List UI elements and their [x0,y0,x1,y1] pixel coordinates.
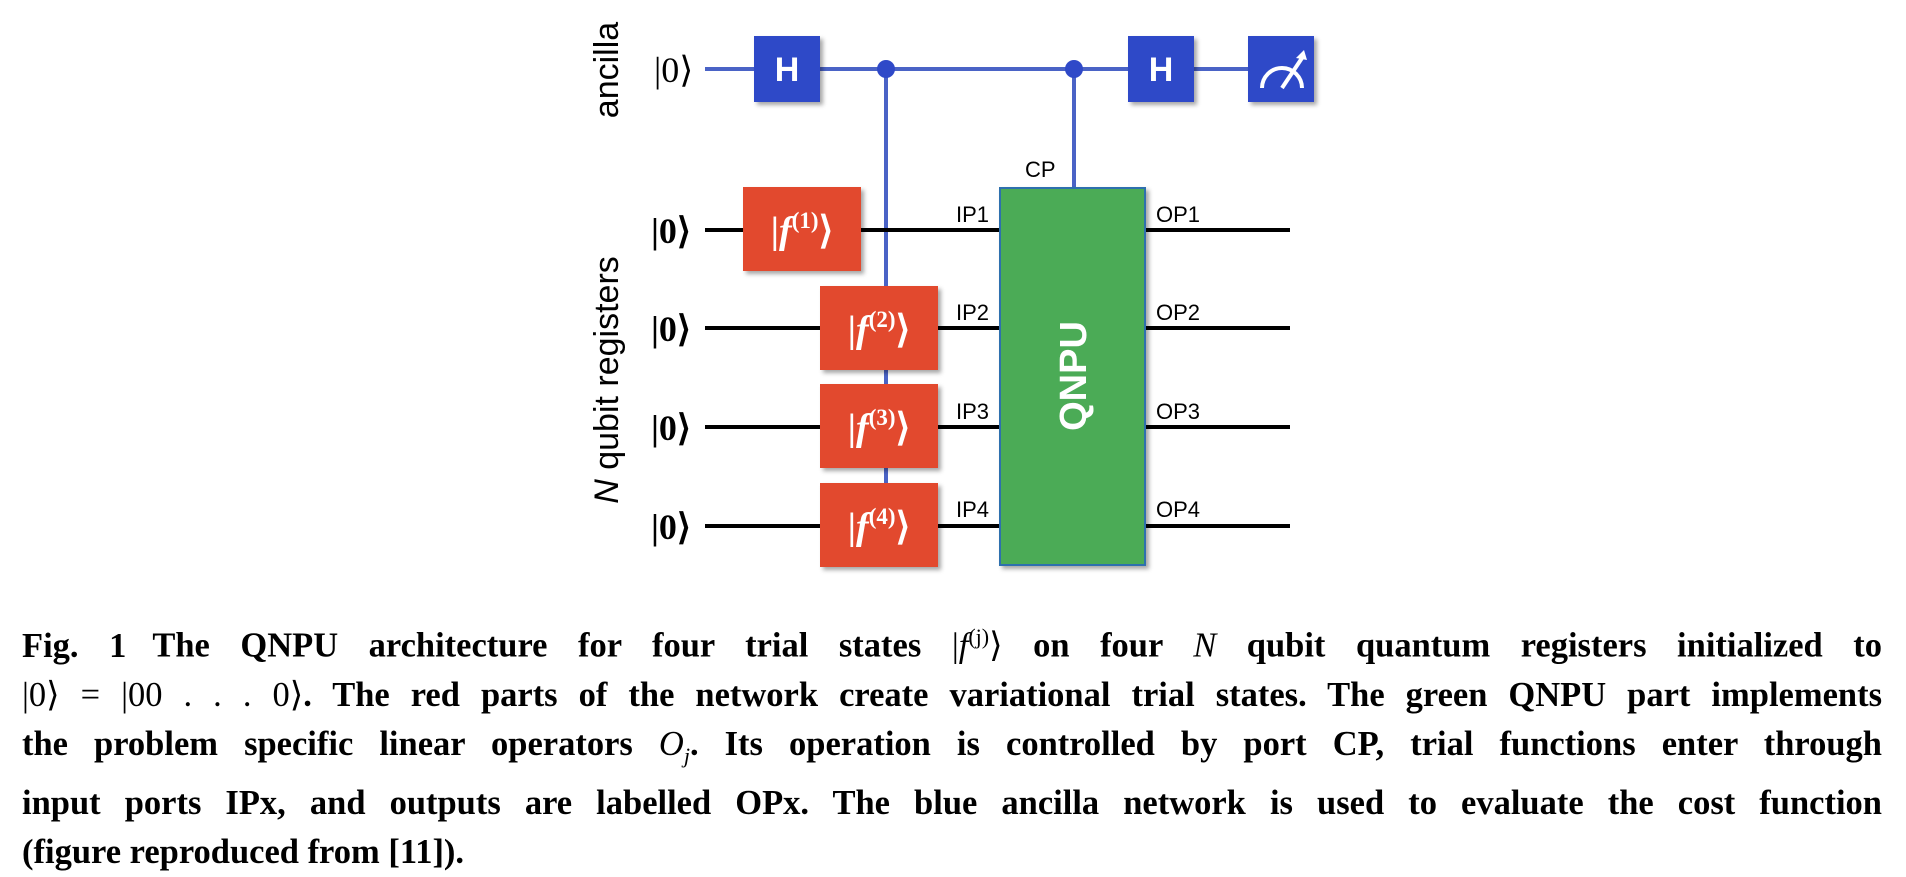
caption-ket-close: ⟩ [989,626,1003,665]
input-port-3: IP3 [956,399,989,424]
register-1-init-state: |0⟩ [651,211,691,251]
caption-f-sup: (j) [968,624,990,649]
output-port-3: OP3 [1156,399,1200,424]
hadamard-gate-2-label: H [1149,51,1174,89]
trial-gate-3-label: |f(3)⟩ [848,405,911,449]
figure-caption: Fig. 1 The QNPU architecture for four tri… [22,612,1882,877]
qnpu-label: QNPU [1053,321,1095,431]
caption-l2-rest: . The red parts of the network create va… [303,675,1882,714]
control-dot-trial [877,60,895,78]
caption-f: f [958,626,969,665]
caption-l3-b: . Its operation is controlled by port CP… [689,724,1882,763]
figure-label: Fig. 1 [22,626,127,665]
caption-line-4: input ports IPx, and outputs are labelle… [22,784,1882,823]
caption-l1-b: on four [1002,626,1194,665]
control-dot-qnpu [1065,60,1083,78]
qnpu-block [999,187,1146,566]
meter-needle-tip [1296,50,1307,60]
trial-gate-2 [820,286,938,370]
input-port-2: IP2 [956,300,989,325]
caption-l1-c: qubit quantum registers initialized to [1216,626,1882,665]
caption-N: N [1193,626,1217,665]
output-port-2: OP2 [1156,300,1200,325]
trial-gate-1 [743,187,861,271]
caption-O-sub: j [683,742,690,768]
caption-ket-open: | [951,626,959,665]
registers-side-label-text: qubit registers [588,256,626,479]
register-3-init-state: |0⟩ [651,408,691,448]
caption-line-5: (figure reproduced from [11]). [22,833,465,872]
registers-side-label-var: N [588,479,626,504]
caption-l1-a: The QNPU architecture for four trial sta… [152,626,952,665]
meter-needle [1280,53,1306,90]
caption-line-1: Fig. 1 The QNPU architecture for four tri… [22,612,1882,671]
caption-l2-math: |0⟩ = |00 . . . 0⟩ [22,675,304,714]
input-port-1: IP1 [956,202,989,227]
input-port-4: IP4 [956,497,989,522]
registers-side-label: N qubit registers [588,256,626,504]
caption-O: O [658,724,684,763]
output-port-4: OP4 [1156,497,1200,522]
output-port-1: OP1 [1156,202,1200,227]
hadamard-gate-1 [754,36,820,102]
trial-gate-4 [820,483,938,567]
caption-l3-a: the problem specific linear operators [22,724,659,763]
register-2-init-state: |0⟩ [651,309,691,349]
ancilla-init-state: |0⟩ [654,50,693,90]
hadamard-gate-2 [1128,36,1194,102]
ancilla-side-label: ancilla [588,22,626,118]
meter-arc [1260,66,1304,89]
caption-line-2: |0⟩ = |00 . . . 0⟩. The red parts of the… [22,671,1882,720]
control-port-label: CP [1025,157,1056,182]
qnpu-circuit-diagram: ancilla N qubit registers |0⟩ H H |0⟩ |0… [588,22,1314,567]
hadamard-gate-1-label: H [775,51,800,89]
register-4-init-state: |0⟩ [651,507,691,547]
caption-line-3: the problem specific linear operators Oj… [22,720,1882,780]
trial-gate-3 [820,384,938,468]
